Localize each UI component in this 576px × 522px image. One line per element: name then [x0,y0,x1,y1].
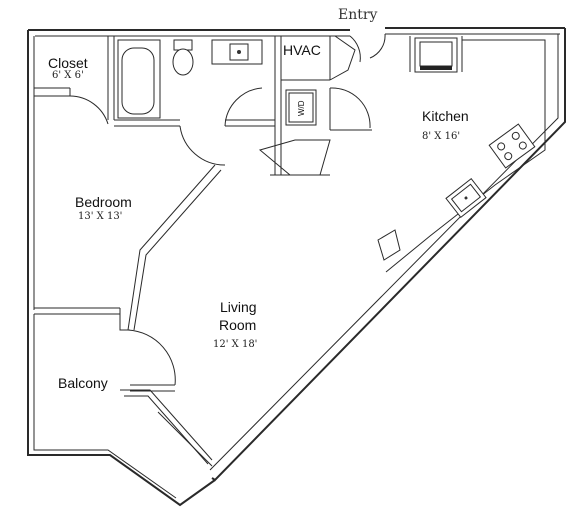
kitchen-name: Kitchen [422,108,469,124]
washer-dryer [258,87,372,176]
entry-label: Entry [338,7,378,23]
hvac-closet [281,33,386,81]
balcony-walls [27,312,216,507]
balcony-name: Balcony [58,375,108,391]
interior-walls [34,164,222,392]
living-room-dims: 12' X 18' [213,339,257,350]
closet-walls [34,36,115,125]
washer-dryer-label: W/D [297,100,306,116]
closet-name: Closet [48,55,88,71]
living-room-name-line2: Room [219,317,256,333]
living-room-name-line1: Living [220,299,257,315]
bedroom-dims: 13' X 13' [78,211,122,222]
hvac-name: HVAC [283,42,321,58]
kitchen-appliances [377,36,546,261]
outer-walls [27,27,566,482]
kitchen-dims: 8' X 16' [422,131,460,142]
closet-dims: 6' X 6' [52,70,84,81]
bedroom-name: Bedroom [75,194,132,210]
bathroom [114,36,282,175]
